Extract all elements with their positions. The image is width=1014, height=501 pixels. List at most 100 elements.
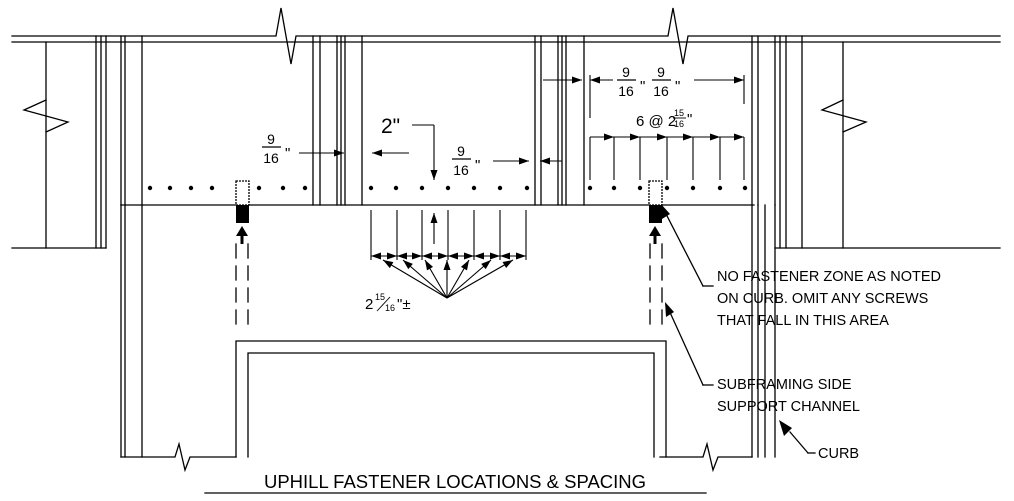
fastener-dot [742,185,748,191]
dim-typical-spacing-label: 2 15 16 "± [365,292,411,313]
frac-num: 9 [622,64,630,80]
fastener-dot [256,185,262,191]
right-seam-ribs [751,35,803,249]
dashed-support-lines [235,243,663,331]
dim-arrowhead [572,76,582,84]
frac-den: 16 [263,150,279,166]
right-curb-wall [820,41,868,249]
frac-num: 9 [657,64,665,80]
leader-arrowhead [425,260,434,271]
dim-arrowhead [474,252,484,260]
dim-arrowhead [397,252,407,260]
dim-arrowhead [422,252,432,260]
arrowhead-subframing [665,302,674,317]
frac-den: 16 [385,303,395,313]
frac-num: 15 [674,108,684,118]
fastener-dot [147,185,153,191]
dim-first-screw-label: 2" [381,115,400,138]
note-line: SUPPORT CHANNEL [717,399,860,415]
dim-arrowhead [430,213,438,223]
dim-edge-top-right-label: 9 16 " [652,64,680,99]
leader-line [446,259,514,299]
frac-num: 9 [457,143,465,159]
dim-arrowhead [604,133,614,141]
dim-arrowhead [516,252,526,260]
fastener-dot [209,185,215,191]
fastener-dot [302,185,308,191]
leader-arrowhead [502,260,513,269]
fastener-dot [188,185,194,191]
unit: " [687,111,692,128]
arrowhead-no-fastener [661,204,670,219]
frac-num: 15 [375,292,385,302]
fastener-dot [167,185,173,191]
unit: " [475,157,480,174]
note-line: NO FASTENER ZONE AS NOTED [717,269,941,285]
note-line: THAT FALL IN THIS AREA [717,313,889,329]
left-curb-wall [22,35,143,249]
fastener-dot [637,185,643,191]
frac-den: 16 [674,119,684,129]
leader-arrowhead [383,260,394,269]
fastener-dot [717,185,723,191]
dim-arrowhead [412,252,422,260]
bottom-break-lines [120,441,753,473]
dim-arrowhead [464,252,474,260]
fastener-dot [368,185,374,191]
dim-arrowhead [710,133,720,141]
note-line: SUBFRAMING SIDE [717,377,852,393]
panel-base-line [11,204,1001,249]
dim-edge-top-left-label: 9 16 " [617,64,645,99]
suffix: "± [397,296,411,313]
subframing-channel [235,340,667,458]
curb-lines [120,204,776,458]
fastener-dot [393,185,399,191]
dim-arrowhead [334,149,344,157]
dim-arrowhead [500,252,510,260]
fastener-dot [280,185,286,191]
dim-arrowhead [448,252,458,260]
frac-den: 16 [653,83,669,99]
fastener-dot [524,185,530,191]
dim-arrowhead [519,157,529,165]
note-line: ON CURB. OMIT ANY SCREWS [717,291,928,307]
frac-den: 16 [453,162,469,178]
fastener-dot [611,185,617,191]
unit: " [285,145,290,162]
dim-arrowhead [490,252,500,260]
dim-arrowhead [734,76,744,84]
fastener-dot [471,185,477,191]
unit: " [640,78,645,95]
dim-seam-gap-label: 9 16 " [262,131,290,166]
left-seam-ribs [312,35,363,206]
leader-arrowhead [443,260,451,270]
note-leaders [663,209,816,454]
frac-den: 16 [618,83,634,99]
dim-arrowhead [630,133,640,141]
dim-arrowhead [683,133,693,141]
unit: " [675,78,680,95]
dim-edge-center-label: 9 16 " [452,143,480,178]
frac-num: 9 [267,131,275,147]
arrowhead-curb [779,420,792,436]
drawing-title: UPHILL FASTENER LOCATIONS & SPACING [264,471,646,492]
fastener-dot [664,185,670,191]
dim-arrowhead [387,252,397,260]
fastener-dot [445,185,451,191]
fastener-dots [147,185,748,191]
dim-arrowhead [734,133,744,141]
whole: 2 [365,296,373,313]
fastener-dot [497,185,503,191]
dim-arrowhead [540,157,550,165]
fastener-dot [690,185,696,191]
dim-arrowhead [590,76,600,84]
fastener-dot [587,185,593,191]
note-subframing: SUBFRAMING SIDE SUPPORT CHANNEL [717,377,860,415]
leader-arrowhead [460,260,469,271]
note-no-fastener-zone: NO FASTENER ZONE AS NOTED ON CURB. OMIT … [717,269,941,329]
no-fastener-zone-left [235,180,250,244]
note-curb: CURB [818,446,859,462]
dim-arrowhead [438,252,448,260]
dim-arrowhead [372,149,382,157]
